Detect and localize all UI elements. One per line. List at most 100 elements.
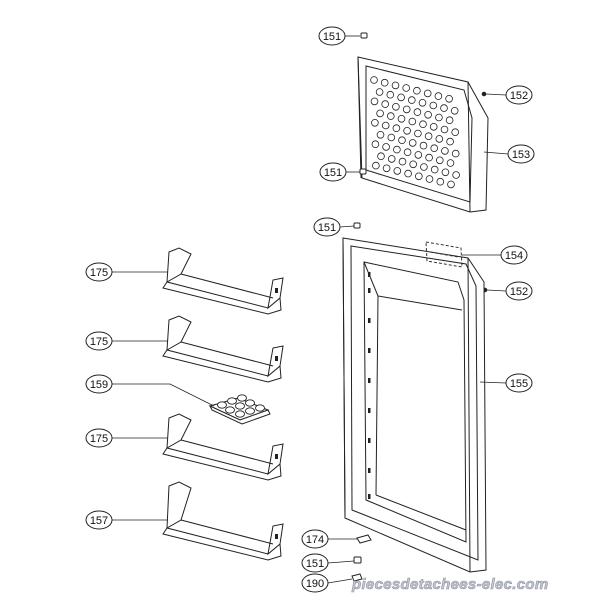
bin-rim	[180, 519, 274, 545]
callout-bubble	[301, 553, 329, 573]
dimple	[376, 131, 385, 139]
callout-175: 175	[85, 262, 113, 282]
dimple	[451, 149, 460, 158]
dimple	[419, 141, 428, 150]
leader-c151c	[339, 225, 355, 228]
dimple	[376, 109, 384, 118]
callout-bubble	[505, 281, 533, 301]
callout-175: 175	[85, 331, 113, 351]
dimple	[408, 139, 417, 147]
part-154-dashed	[425, 241, 463, 268]
callout-154: 154	[500, 245, 528, 265]
dimple	[429, 123, 438, 131]
egg-cup	[225, 406, 235, 414]
dimple	[380, 78, 389, 87]
egg-tray-cups	[217, 394, 265, 418]
dimple	[397, 115, 406, 123]
dimple	[371, 119, 379, 127]
dimple	[382, 164, 391, 173]
door-hole	[368, 288, 371, 293]
leader-c190	[327, 578, 353, 584]
dimple	[423, 89, 432, 98]
dimple	[370, 97, 379, 106]
door-bin	[162, 247, 284, 315]
dimple	[377, 152, 385, 161]
dimple	[372, 161, 380, 170]
callout-bubble	[505, 373, 533, 393]
bin-rim	[180, 273, 274, 299]
egg-cup	[235, 402, 245, 410]
dimple	[392, 103, 400, 111]
callout-label: 155	[510, 378, 528, 390]
screw-152-top	[481, 91, 487, 97]
callout-label: 175	[90, 336, 108, 348]
door-bins	[162, 247, 284, 561]
callout-155: 155	[505, 373, 533, 393]
dimple	[386, 90, 395, 99]
dimple	[424, 111, 432, 119]
callout-label: 157	[90, 515, 108, 527]
part-174	[356, 534, 372, 544]
freezer-door-dimples	[370, 76, 460, 189]
callout-label: 154	[505, 250, 523, 262]
callout-bubble	[85, 331, 113, 351]
dimple	[451, 128, 460, 137]
door-hole	[368, 494, 371, 499]
leader-c155	[479, 381, 507, 384]
callout-label: 175	[90, 267, 108, 279]
door-hole	[368, 438, 371, 443]
bin-clip	[275, 454, 278, 459]
bin-clip	[275, 288, 278, 293]
dimple	[413, 108, 422, 116]
callout-label: 151	[324, 167, 342, 179]
callout-bubble	[85, 262, 113, 282]
callout-151: 151	[301, 553, 329, 573]
dimple	[381, 121, 390, 130]
callout-157: 157	[85, 510, 113, 530]
dimple	[407, 96, 416, 104]
callout-bubble	[85, 428, 113, 448]
dimple	[393, 145, 401, 154]
fridge-door	[342, 237, 487, 573]
bin-rim	[180, 439, 274, 465]
dimple	[403, 148, 412, 157]
leader-c153	[483, 151, 509, 155]
callout-bubble	[301, 573, 329, 593]
dimple	[409, 160, 418, 169]
dimple	[445, 95, 453, 103]
dimple	[382, 143, 390, 151]
leader-c159	[112, 383, 215, 407]
callout-label: 174	[306, 534, 324, 546]
callout-bubble	[301, 529, 329, 549]
callout-bubble	[313, 217, 341, 237]
dimple	[425, 175, 434, 183]
bin-clip	[275, 356, 278, 361]
callout-bubble	[85, 510, 113, 530]
dimple	[424, 132, 433, 141]
dimple	[445, 116, 454, 124]
callout-bubble	[319, 162, 347, 182]
fridge-door-inner	[363, 261, 467, 543]
dimple	[425, 153, 433, 162]
leader-lines	[112, 35, 509, 584]
dimple	[446, 137, 454, 146]
dimple	[435, 113, 443, 122]
callouts: 1511521531511511541521551751751591751571…	[85, 26, 535, 593]
callout-152: 152	[505, 85, 533, 105]
door-hole	[368, 318, 371, 323]
dimple	[413, 86, 421, 95]
bin-front	[162, 281, 282, 315]
callout-bubble	[507, 144, 535, 164]
dimple	[447, 180, 455, 189]
leader-c151d	[327, 560, 355, 564]
small-parts	[353, 32, 488, 293]
door-hole	[368, 378, 371, 383]
callout-label: 159	[90, 379, 108, 391]
dimple	[430, 165, 439, 174]
bin-left-side	[166, 247, 192, 283]
dimple	[393, 167, 402, 175]
callout-151: 151	[313, 217, 341, 237]
bin-front	[162, 349, 282, 383]
watermark-text: piecesdetachees-elec.com	[351, 576, 548, 593]
